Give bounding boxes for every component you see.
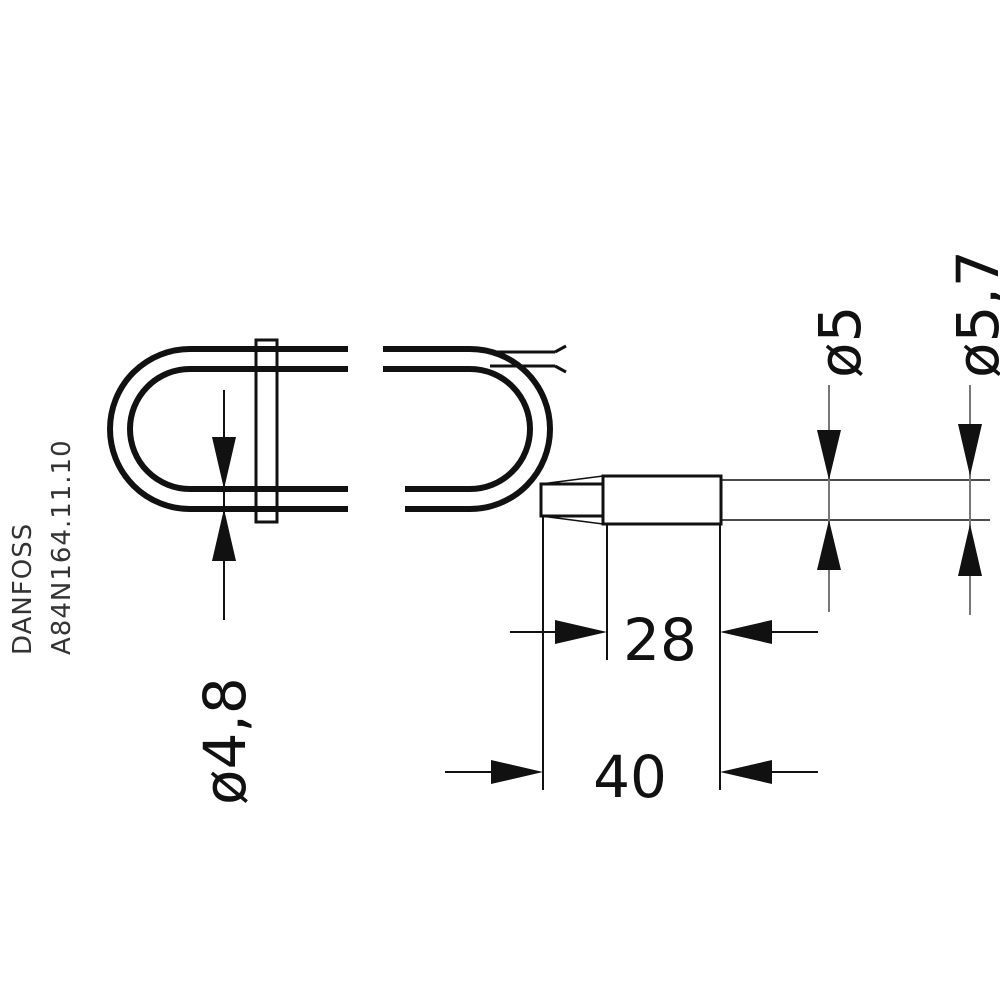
- dim-40-label: 40: [593, 743, 667, 811]
- clamp-bar: [254, 338, 279, 524]
- stamp-code: A84N164.11.10: [47, 439, 77, 655]
- sensor-bulb: [539, 474, 723, 526]
- dim-sensor-diameter-label: ø5,7: [944, 250, 1000, 378]
- dim-capillary-diameter-label: ø5: [806, 306, 874, 378]
- right-u-tube: [383, 344, 567, 512]
- dim-28-label: 28: [623, 606, 697, 674]
- left-u-tube: [107, 346, 348, 512]
- capillary-line: [721, 479, 990, 521]
- dimension-arrows: [212, 424, 982, 784]
- extension-lines: [223, 385, 971, 790]
- dim-tube-diameter-label: ø4,8: [191, 677, 259, 805]
- stamp-brand: DANFOSS: [8, 523, 38, 655]
